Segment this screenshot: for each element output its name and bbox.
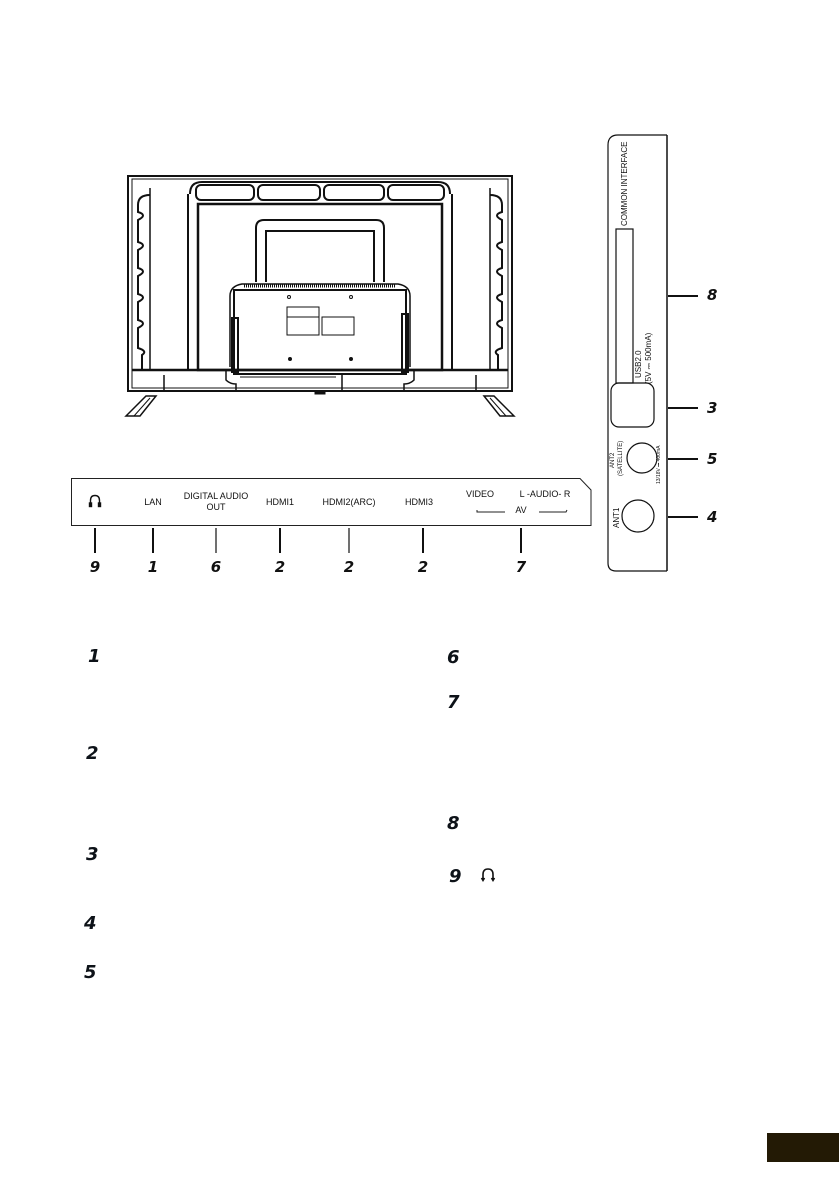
legend-item-9: 9: [449, 866, 462, 887]
bottom-port-panel: [71, 478, 593, 528]
callout-1-lan: 1: [147, 558, 159, 576]
callout-6-digital-audio: 6: [210, 558, 222, 576]
callout-2-hdmi1: 2: [274, 558, 286, 576]
common-interface-label: COMMON INTERFACE: [620, 141, 629, 226]
port-label-av: AV: [515, 505, 527, 515]
legend-item-3: 3: [86, 844, 99, 865]
callout-2-hdmi3: 2: [417, 558, 429, 576]
headphone-icon: [88, 494, 102, 508]
legend-item-2: 2: [86, 743, 99, 764]
port-label-lan: LAN: [144, 497, 162, 507]
callout-7-av: 7: [515, 558, 527, 576]
side-port-panel: [606, 133, 668, 575]
callout-9-headphone: 9: [89, 558, 101, 576]
page-tab: [767, 1133, 839, 1162]
ant2-sub: (SATELLITE): [618, 440, 624, 476]
usb-label: USB2.0: [634, 350, 643, 378]
port-label-audio-lr: L -AUDIO- R: [519, 489, 571, 499]
legend-headphone-icon: [480, 867, 496, 883]
port-label-digital-audio-line1: DIGITAL AUDIO: [183, 491, 249, 501]
port-label-video: VIDEO: [465, 489, 495, 499]
ant1-label: ANT1: [612, 507, 621, 528]
callout-8-common-interface: 8: [707, 286, 718, 304]
ant2-spec: 13/18V ⎓ 400mA: [656, 445, 662, 484]
port-label-hdmi2-arc: HDMI2(ARC): [322, 497, 376, 507]
legend-item-1: 1: [88, 646, 101, 667]
tv-rear-view: [120, 170, 520, 420]
callout-4-ant1: 4: [707, 508, 718, 526]
callout-5-ant2: 5: [707, 450, 718, 468]
callout-3-usb: 3: [707, 399, 718, 417]
callout-lines-bottom: [0, 528, 600, 558]
usb-spec: (5V ⎓ 500mA): [644, 332, 653, 384]
port-label-hdmi3: HDMI3: [404, 497, 434, 507]
port-label-digital-audio-line2: OUT: [206, 502, 226, 512]
port-label-hdmi1: HDMI1: [265, 497, 295, 507]
callout-lines-side: [668, 290, 708, 530]
ant2-label: ANT2: [610, 452, 616, 468]
callout-2-hdmi2: 2: [343, 558, 355, 576]
port-label-digital-audio-out: DIGITAL AUDIO OUT: [184, 491, 249, 513]
legend-item-5: 5: [84, 962, 97, 983]
legend-item-7: 7: [447, 692, 460, 713]
legend-item-8: 8: [447, 813, 460, 834]
legend-item-4: 4: [84, 913, 97, 934]
legend-item-6: 6: [447, 647, 460, 668]
